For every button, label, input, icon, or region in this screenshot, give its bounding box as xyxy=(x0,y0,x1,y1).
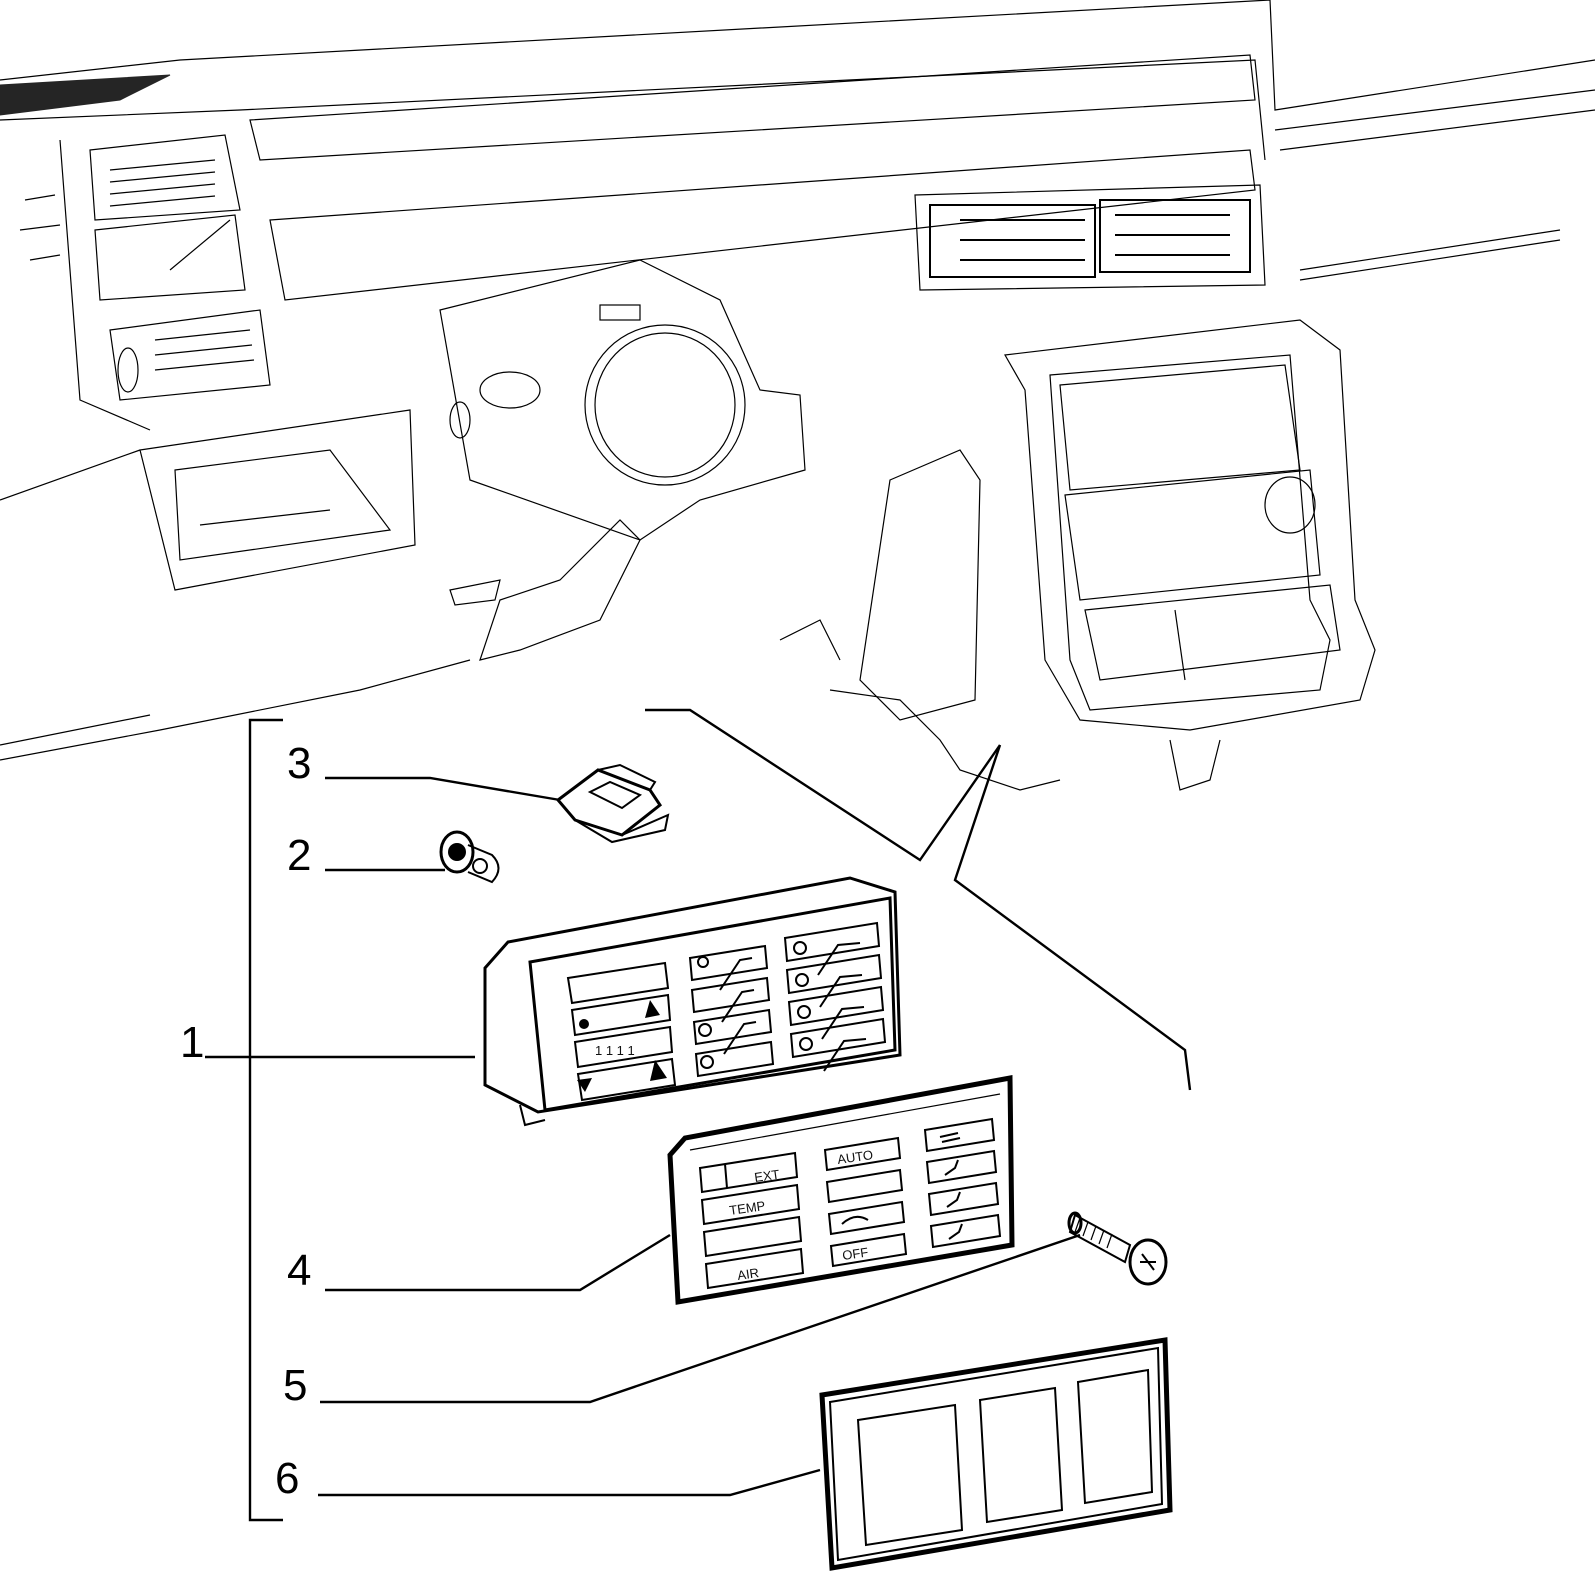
steering-wheel-hub xyxy=(584,324,746,486)
leader-line-5 xyxy=(320,1233,1081,1404)
position-indicator-lines xyxy=(645,708,1192,1091)
screw-part xyxy=(1067,1211,1168,1286)
center-air-vent xyxy=(914,184,1266,291)
center-console-frame xyxy=(1004,319,1376,731)
bulb-part xyxy=(439,830,500,884)
assembly-bracket xyxy=(248,718,283,1522)
label-off: OFF xyxy=(841,1244,869,1262)
climate-control-unit: 1 1 1 1 xyxy=(483,876,902,1127)
label-temp: TEMP xyxy=(728,1198,766,1218)
left-air-vent xyxy=(89,134,271,401)
callout-1: 1 xyxy=(180,1018,204,1067)
label-ext: EXT xyxy=(753,1167,780,1185)
label-auto: AUTO xyxy=(836,1147,874,1167)
steering-column-area xyxy=(439,259,806,661)
label-plate-part: EXT TEMP AIR AUTO OFF xyxy=(667,1075,1015,1305)
svg-text:1 1 1 1: 1 1 1 1 xyxy=(595,1043,635,1058)
glovebox xyxy=(139,409,416,591)
dashboard-assembly xyxy=(0,0,1595,791)
leader-line-6 xyxy=(318,1468,821,1497)
speaker-grille xyxy=(0,74,171,116)
callout-2: 2 xyxy=(287,831,311,880)
retaining-clip-part xyxy=(555,763,670,844)
callout-5: 5 xyxy=(283,1361,307,1410)
callout-4: 4 xyxy=(287,1246,311,1295)
callout-3: 3 xyxy=(287,739,311,788)
label-air: AIR xyxy=(736,1265,760,1283)
callout-6: 6 xyxy=(275,1454,299,1503)
leader-line-3 xyxy=(325,776,561,802)
leader-line-4 xyxy=(325,1233,671,1292)
bezel-frame-part xyxy=(819,1337,1173,1571)
